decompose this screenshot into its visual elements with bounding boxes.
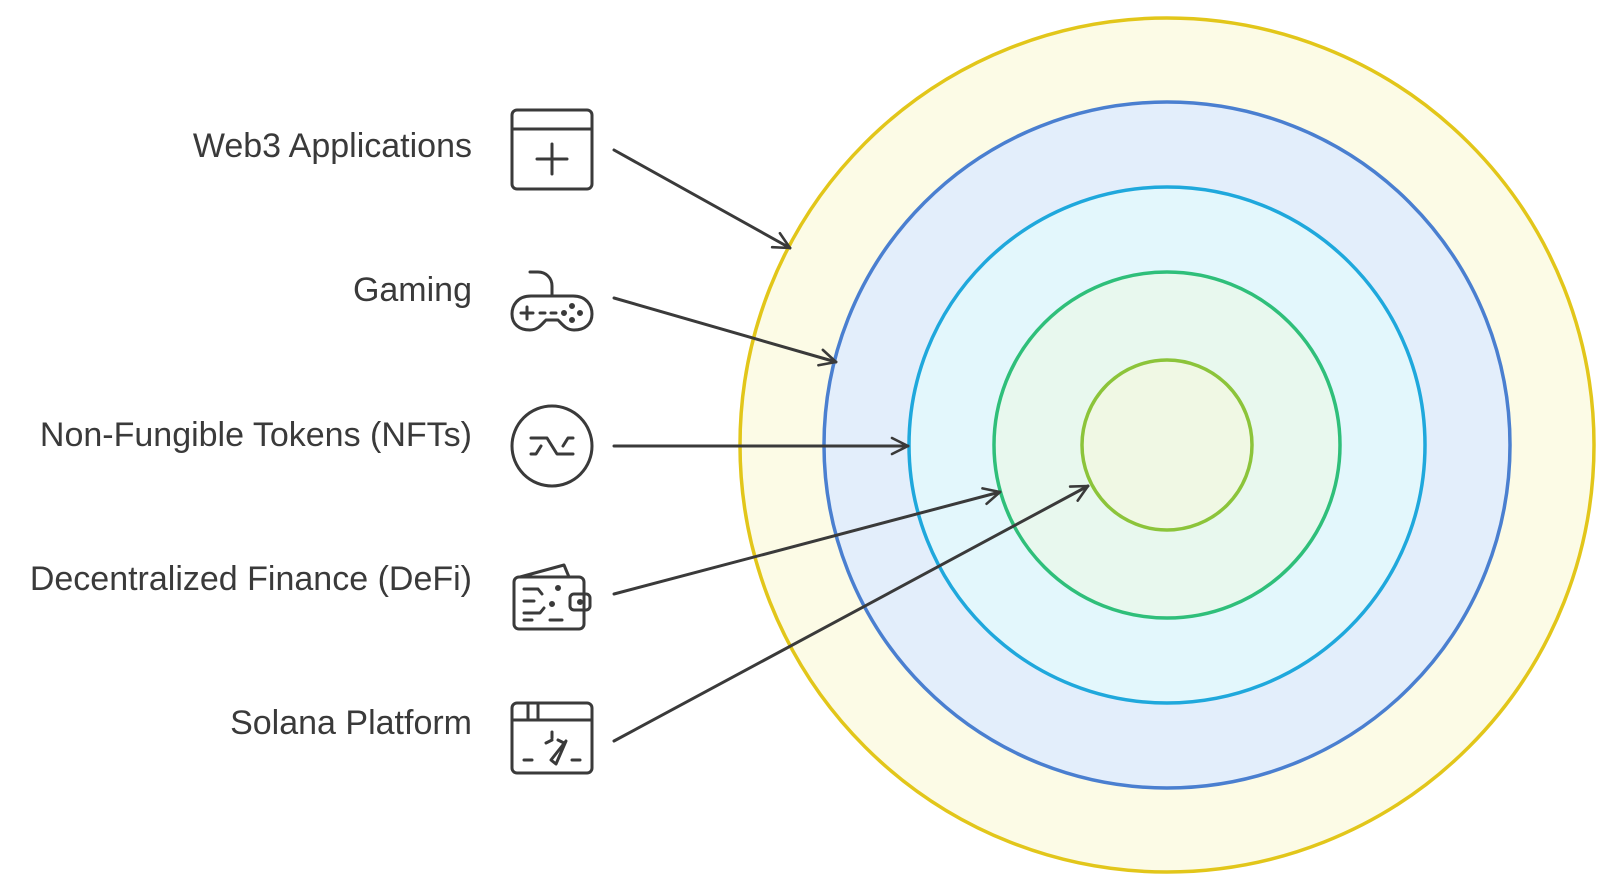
arrow-solana-platform — [612, 484, 1090, 743]
gamepad-icon — [510, 270, 594, 332]
concentric-rings — [738, 16, 1596, 874]
ring-solana-platform — [1080, 358, 1254, 532]
label-web3-applications: Web3 Applications — [192, 127, 472, 165]
app-window-plus-icon — [510, 108, 594, 191]
arrows — [612, 148, 1090, 743]
arrow-defi — [612, 487, 1002, 596]
nft-token-icon — [510, 404, 594, 488]
label-solana-platform: Solana Platform — [230, 704, 472, 742]
performance-dashboard-icon — [510, 701, 594, 775]
arrow-gaming — [612, 296, 838, 367]
label-gaming: Gaming — [352, 271, 472, 309]
circuit-wallet-icon — [512, 563, 592, 631]
arrow-web3-applications — [612, 148, 792, 250]
label-nfts: Non-Fungible Tokens (NFTs) — [39, 416, 472, 454]
label-defi: Decentralized Finance (DeFi) — [29, 560, 472, 598]
